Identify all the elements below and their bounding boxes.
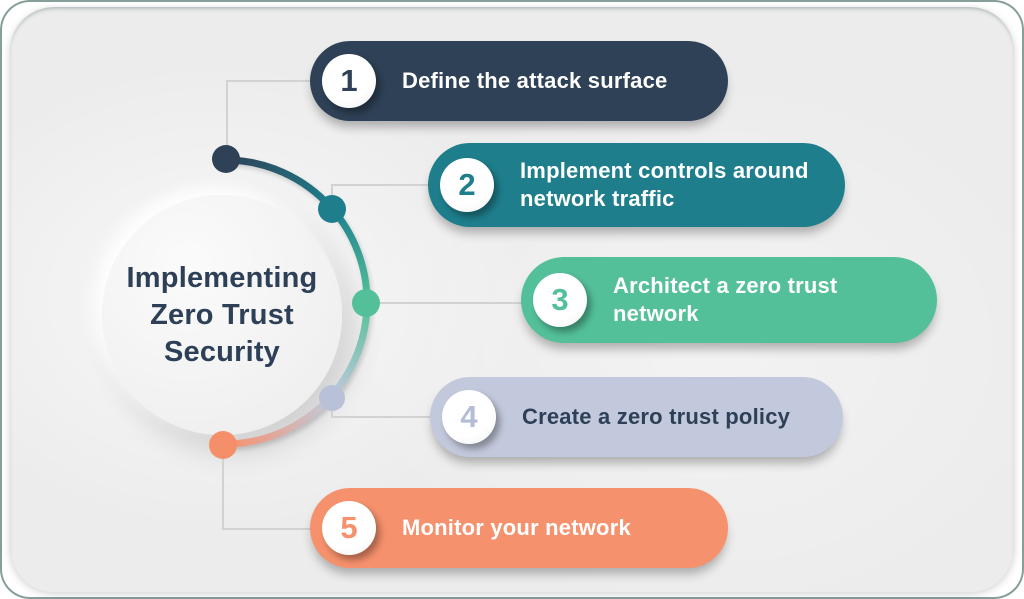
step-number-badge-4: 4 [442,390,496,444]
dot-step-1 [212,145,240,173]
step-label-1: Define the attack surface [402,68,668,93]
step-number-2: 2 [458,167,476,202]
step-number-badge-3: 3 [533,273,587,327]
step-label-5: Monitor your network [402,515,631,540]
step-number-4: 4 [460,399,478,434]
step-pill-5: 5 Monitor your network [310,488,728,568]
step-pill-2: 2 Implement controls around network traf… [428,143,845,227]
step-pill-4: 4 Create a zero trust policy [430,377,843,457]
arc-segment-4 [224,394,334,448]
infographic-title: Implementing Zero Trust Security [127,260,318,371]
step-number-5: 5 [340,510,358,545]
step-label-4: Create a zero trust policy [522,404,791,429]
connector-step-2 [331,184,433,209]
connector-step-1 [226,80,315,159]
step-label-2: Implement controls around network traffi… [520,158,809,211]
dot-step-2 [318,195,346,223]
title-line-1: Implementing [126,261,318,294]
arc-dots [209,145,380,459]
step-number-1: 1 [340,63,358,98]
dot-step-5 [209,431,237,459]
step-number-badge-1: 1 [322,54,376,108]
arc-segment-1 [224,156,335,211]
dot-step-3 [352,289,380,317]
dot-step-4 [319,385,345,411]
step-number-badge-5: 5 [322,501,376,555]
title-line-2: Zero Trust [150,298,294,331]
title-line-3: Security [163,335,281,368]
gradient-arc [224,156,371,448]
connector-step-4 [331,399,435,418]
connector-step-5 [222,445,315,530]
step-number-badge-2: 2 [440,158,494,212]
center-circle: Implementing Zero Trust Security [102,195,342,435]
step-pill-3: 3 Architect a zero trust network [521,257,937,343]
step-label-3: Architect a zero trust network [613,273,838,326]
step-pill-1: 1 Define the attack surface [310,41,728,121]
step-number-3: 3 [551,282,569,317]
